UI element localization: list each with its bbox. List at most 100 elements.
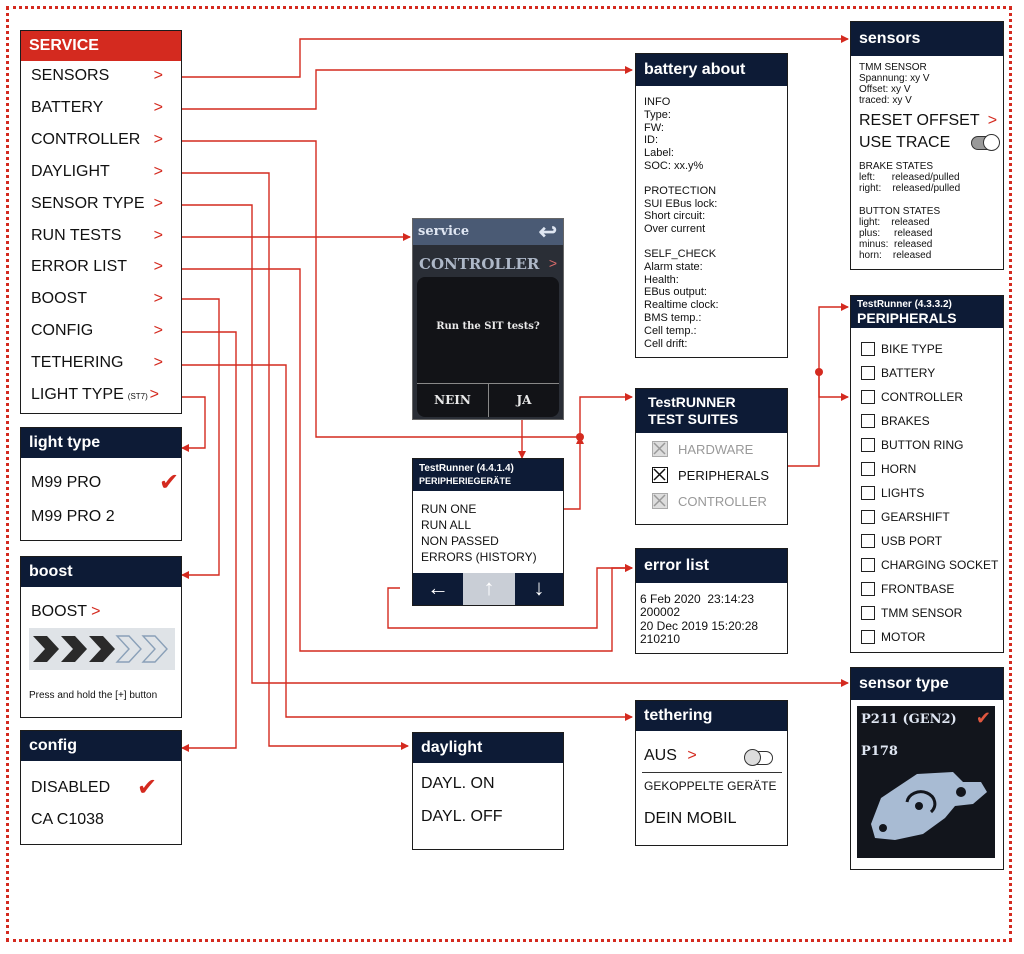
suite-checkbox-controller[interactable] [652, 493, 668, 509]
service-item-sensors[interactable]: SENSORS > [31, 65, 173, 91]
battery-protection-line: SUI EBus lock: [644, 197, 718, 210]
x-mark-icon [653, 468, 666, 481]
peripheral-label-gearshift: GEARSHIFT [881, 510, 950, 524]
chevron-right-icon: > [153, 67, 163, 84]
peripherals-panel: TestRunner (4.3.3.2) PERIPHERALS BIKE TY… [850, 295, 1004, 653]
peripheral-checkbox-button-ring[interactable] [861, 438, 875, 452]
chevron-right-icon: > [153, 226, 163, 244]
test-suites-title-2: TEST SUITES [648, 411, 739, 427]
testrunner-item-run-all[interactable]: RUN ALL [421, 518, 472, 532]
peripheral-checkbox-motor[interactable] [861, 630, 875, 644]
service-item-daylight[interactable]: DAYLIGHT> [31, 161, 173, 187]
service-item-label: SENSORS [31, 67, 110, 84]
peripheral-label-lights: LIGHTS [881, 486, 925, 500]
yes-button[interactable]: JA [516, 393, 532, 407]
left-arrow-icon[interactable]: ← [427, 575, 449, 600]
service-item-error-list[interactable]: ERROR LIST> [31, 256, 173, 282]
service-item-sensor-type[interactable]: SENSOR TYPE> [31, 193, 173, 219]
peripheral-checkbox-lights[interactable] [861, 486, 875, 500]
testrunner-peripherie-panel: TestRunner (4.4.1.4) PERIPHERIEGERÄTE RU… [412, 458, 564, 606]
divider [642, 772, 782, 773]
tmm-sensor-line: Offset: xy V [859, 84, 911, 95]
peripheral-checkbox-horn[interactable] [861, 462, 875, 476]
service-item-boost[interactable]: BOOST> [31, 288, 173, 314]
chevron-right-icon: > [149, 386, 159, 403]
device-screen-item: CONTROLLER [419, 255, 540, 273]
peripheral-checkbox-gearshift[interactable] [861, 510, 875, 524]
reset-offset-button[interactable]: RESET OFFSET > [859, 112, 997, 130]
sensor-type-title: sensor type [851, 668, 1003, 700]
tethering-toggle[interactable] [744, 749, 773, 766]
chevron-right-icon: > [153, 194, 163, 212]
battery-self_check-line: EBus output: [644, 286, 707, 299]
light-type-title: light type [21, 428, 181, 458]
button-state-line: light: released [859, 217, 930, 228]
config-option-disabled[interactable]: DISABLED [31, 779, 111, 796]
daylight-option-on[interactable]: DAYL. ON [421, 775, 495, 792]
daylight-option-off[interactable]: DAYL. OFF [421, 808, 503, 825]
light-type-option-m99-pro-2[interactable]: M99 PRO 2 [31, 508, 115, 525]
x-mark-icon [653, 494, 666, 507]
service-item-controller[interactable]: CONTROLLER> [31, 129, 173, 155]
service-item-run-tests[interactable]: RUN TESTS> [31, 225, 173, 251]
button-state-line: plus: released [859, 228, 933, 239]
testrunner-item-run-one[interactable]: RUN ONE [421, 502, 477, 516]
service-item-battery[interactable]: BATTERY> [31, 97, 173, 123]
battery-self_check-line: SELF_CHECK [644, 248, 717, 260]
testrunner-item-errors-history[interactable]: ERRORS (HISTORY) [421, 550, 537, 564]
sensor-type-option-p178[interactable]: P178 [861, 744, 898, 759]
battery-self_check-line: Alarm state: [644, 260, 703, 273]
light-type-option-m99-pro[interactable]: M99 PRO [31, 474, 102, 491]
service-item-suffix: (ST7) [127, 392, 148, 401]
sensor-type-option-p211[interactable]: P211 (GEN2) [861, 712, 957, 727]
peripheral-checkbox-battery[interactable] [861, 366, 875, 380]
suite-checkbox-peripherals[interactable] [652, 467, 668, 483]
testrunner-item-non-passed[interactable]: NON PASSED [421, 534, 499, 548]
sensor-type-panel: sensor type P211 (GEN2) ✔ P178 [850, 667, 1004, 870]
button-state-line: horn: released [859, 250, 932, 261]
up-arrow-icon[interactable]: ↑ [463, 573, 515, 605]
peripheral-checkbox-brakes[interactable] [861, 414, 875, 428]
boost-title: boost [21, 557, 181, 587]
peripheral-checkbox-bike-type[interactable] [861, 342, 875, 356]
config-option-ca-c1038[interactable]: CA C1038 [31, 811, 104, 828]
service-item-light-type[interactable]: LIGHT TYPE(ST7)> [31, 384, 173, 410]
light-type-panel: light type M99 PRO ✔ M99 PRO 2 [20, 427, 182, 541]
navigation-bar: ← ↑ ↓ [413, 573, 563, 605]
peripheral-checkbox-tmm-sensor[interactable] [861, 606, 875, 620]
chevron-right-icon: > [548, 255, 557, 271]
boost-label[interactable]: BOOST > [31, 603, 101, 621]
battery-info-line: INFO [644, 96, 671, 108]
tethering-aus[interactable]: AUS > [644, 747, 697, 765]
chevron-right-icon: > [153, 354, 163, 372]
peripheral-checkbox-frontbase[interactable] [861, 582, 875, 596]
use-trace-toggle[interactable] [971, 134, 1000, 151]
suite-checkbox-hardware[interactable] [652, 441, 668, 457]
daylight-title: daylight [413, 733, 563, 763]
down-arrow-icon[interactable]: ↓ [533, 575, 545, 600]
error-entry: 210210 [640, 631, 681, 646]
peripheral-checkbox-usb-port[interactable] [861, 534, 875, 548]
suite-label-controller: CONTROLLER [678, 494, 767, 509]
device-screen-title: service [418, 224, 470, 239]
button-state-line: BUTTON STATES [859, 206, 941, 217]
testrunner-title: PERIPHERIEGERÄTE [419, 476, 512, 486]
peripheral-checkbox-charging-socket[interactable] [861, 558, 875, 572]
config-title: config [21, 731, 181, 761]
back-arrow-icon[interactable]: ↩ [538, 219, 557, 244]
test-suites-title-1: TestRUNNER [648, 394, 736, 410]
device-screen: service ↩ CONTROLLER > Run the SIT tests… [412, 218, 564, 420]
peripherals-header: TestRunner (4.3.3.2) PERIPHERALS [851, 296, 1003, 328]
service-item-config[interactable]: CONFIG> [31, 320, 173, 346]
peripherals-title: PERIPHERALS [857, 310, 957, 326]
boost-hint: Press and hold the [+] button [29, 690, 158, 701]
peripheral-checkbox-controller[interactable] [861, 390, 875, 404]
sensor-part-icon [871, 772, 987, 840]
check-icon: ✔ [137, 774, 158, 801]
service-item-tethering[interactable]: TETHERING> [31, 352, 173, 378]
no-button[interactable]: NEIN [434, 393, 471, 407]
tethering-device[interactable]: DEIN MOBIL [644, 810, 737, 827]
peripherals-version: TestRunner (4.3.3.2) [857, 299, 952, 310]
battery-self_check-line: BMS temp.: [644, 312, 702, 324]
